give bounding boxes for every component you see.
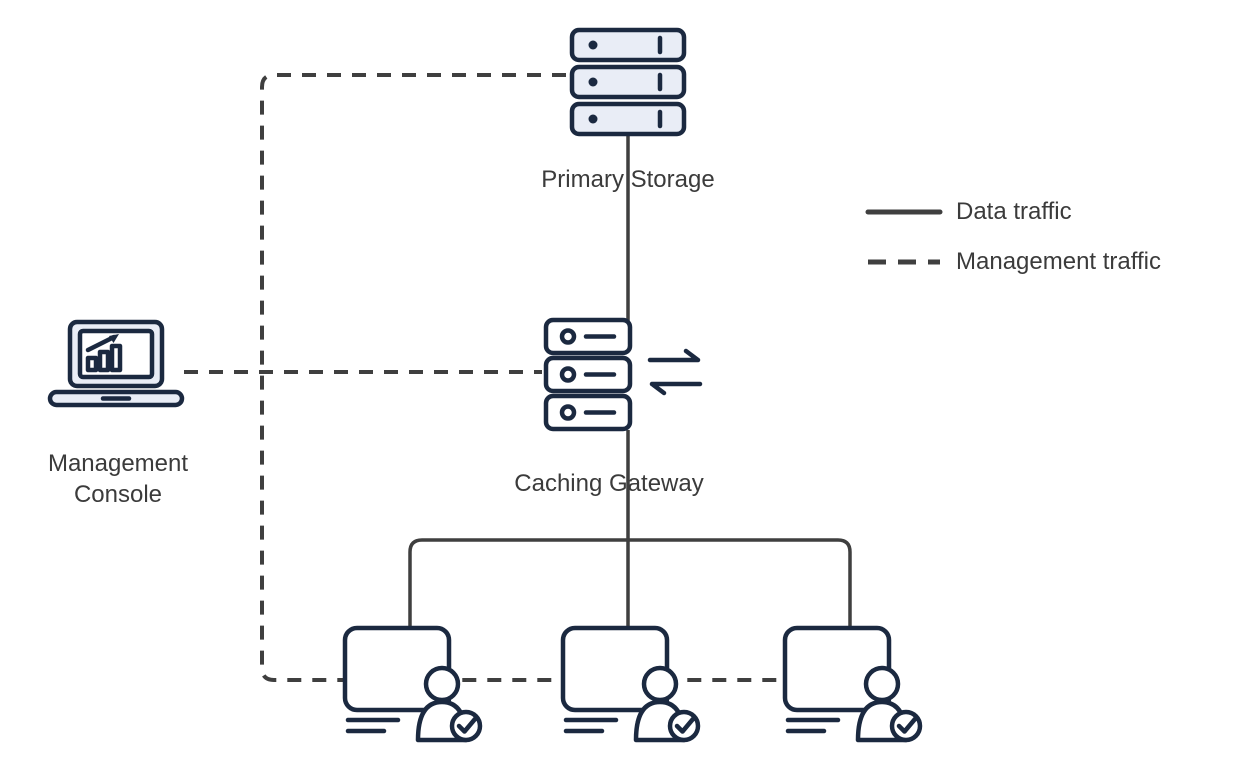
workstation-3-icon bbox=[785, 628, 920, 740]
management-line-trunk bbox=[260, 73, 800, 682]
transfer-arrows-icon bbox=[647, 348, 703, 396]
server-drawer bbox=[569, 27, 687, 63]
legend-management-traffic-label: Management traffic bbox=[956, 248, 1161, 275]
caching-gateway-icon bbox=[543, 317, 703, 432]
server-row bbox=[543, 393, 633, 432]
server-drawer bbox=[569, 64, 687, 100]
management-console-label: Management Console bbox=[47, 450, 189, 508]
chart-icon bbox=[85, 334, 123, 373]
primary-storage-icon bbox=[569, 27, 687, 137]
legend-swatches bbox=[865, 209, 943, 265]
server-row bbox=[543, 355, 633, 394]
server-row bbox=[543, 317, 633, 356]
caching-gateway-label: Caching Gateway bbox=[514, 470, 704, 497]
primary-storage-label: Primary Storage bbox=[541, 166, 715, 193]
server-drawer bbox=[569, 101, 687, 137]
workstation-2-icon bbox=[563, 628, 698, 740]
management-console-icon bbox=[47, 319, 185, 408]
workstation-1-icon bbox=[345, 628, 480, 740]
connector-lines bbox=[184, 73, 852, 682]
data-line-gateway-to-clients-branch bbox=[408, 538, 852, 628]
legend-data-traffic-label: Data traffic bbox=[956, 198, 1072, 225]
